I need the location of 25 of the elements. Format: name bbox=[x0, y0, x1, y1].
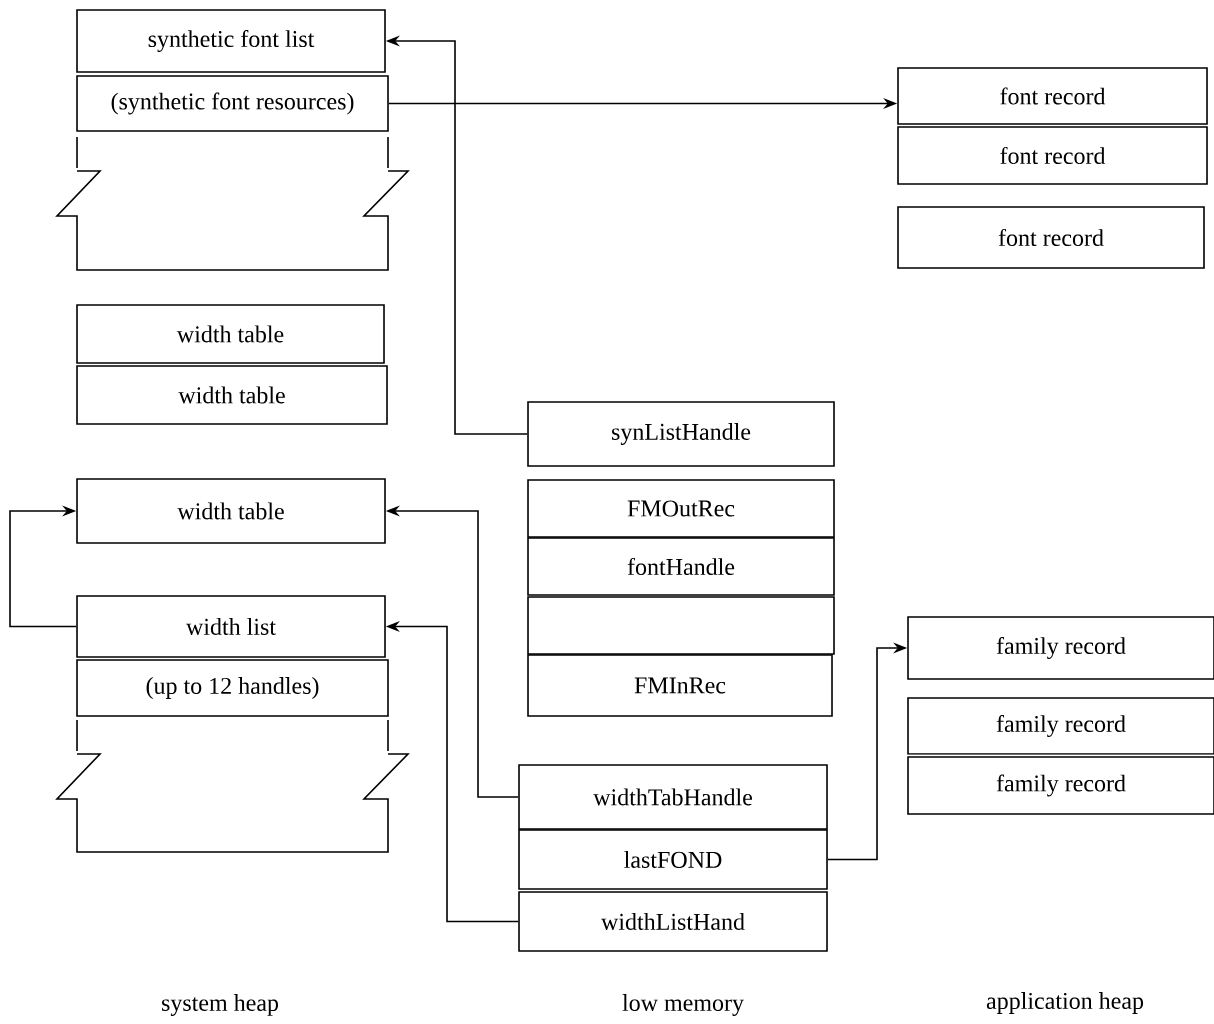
region-label: application heap bbox=[986, 992, 1144, 1014]
record-box: FMOutRec bbox=[527, 479, 835, 538]
region-label: system heap bbox=[162, 994, 279, 1016]
record-box: font record bbox=[897, 206, 1205, 269]
record-box: widthTabHandle bbox=[518, 764, 828, 830]
record-box: widthListHand bbox=[518, 891, 828, 952]
record-box: font record bbox=[897, 67, 1208, 125]
record-box: width table bbox=[76, 304, 385, 364]
record-box: width list bbox=[76, 595, 386, 658]
record-box: fontHandle bbox=[527, 537, 835, 596]
record-box: family record bbox=[907, 697, 1214, 755]
record-box: (up to 12 handles) bbox=[76, 659, 389, 717]
region-label: low memory bbox=[622, 994, 744, 1016]
empty-box bbox=[527, 596, 835, 655]
record-box: family record bbox=[907, 756, 1214, 815]
record-box: width table bbox=[76, 365, 388, 425]
record-box: (synthetic font resources) bbox=[76, 75, 389, 132]
arrow bbox=[9, 505, 77, 628]
record-box: lastFOND bbox=[518, 829, 828, 890]
record-box: synListHandle bbox=[527, 401, 835, 467]
record-box: font record bbox=[897, 126, 1208, 185]
record-box: width table bbox=[76, 478, 386, 544]
record-box: FMInRec bbox=[527, 654, 833, 717]
record-box: synthetic font list bbox=[76, 9, 386, 73]
record-box: family record bbox=[907, 616, 1214, 680]
